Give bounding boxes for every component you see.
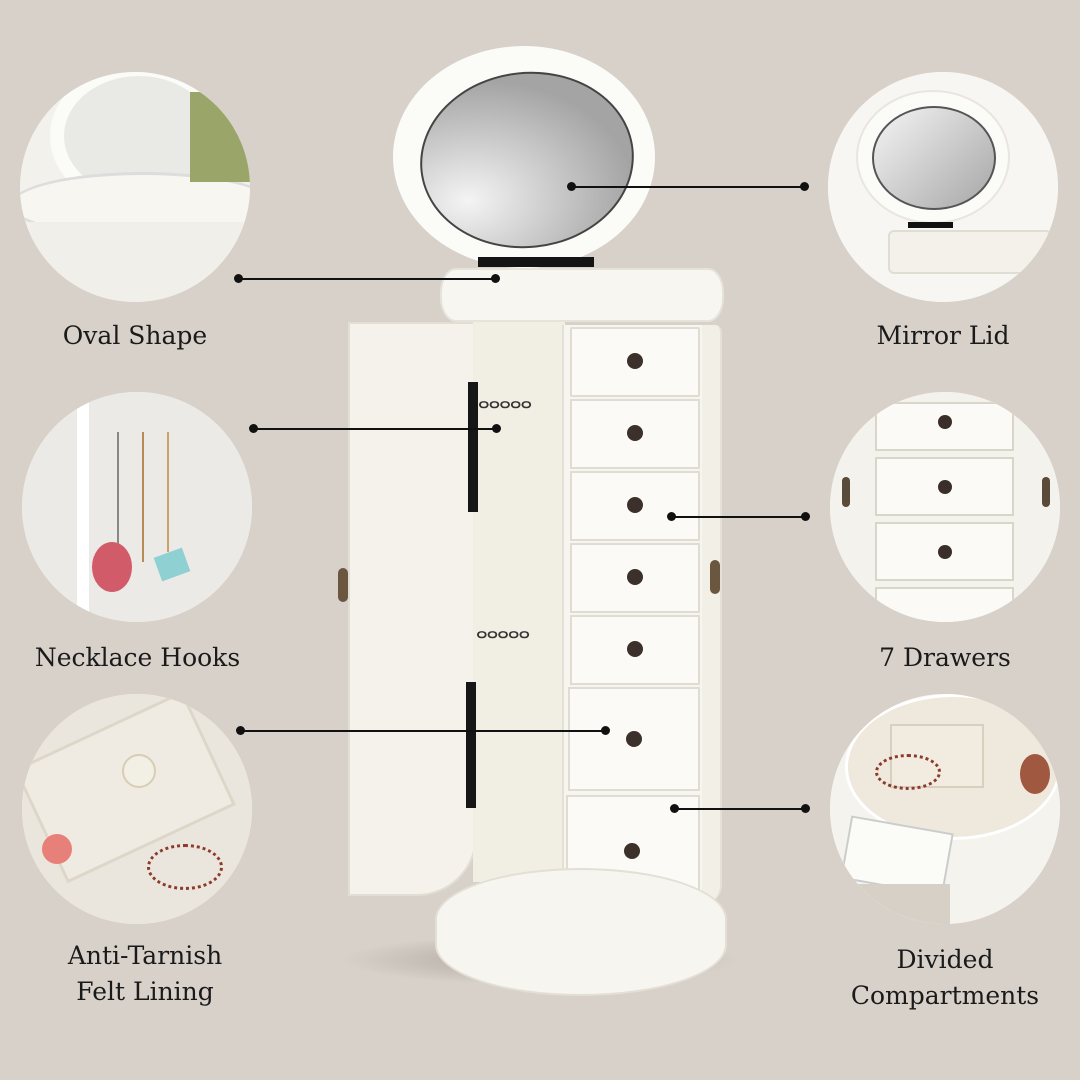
drawer-5[interactable] [570,615,700,685]
compartments-image [830,694,1060,924]
callout-dot [601,726,610,735]
inner-panel [473,322,565,882]
callout-dot [801,512,810,521]
label-anti-tarnish: Anti-Tarnish Felt Lining [20,938,270,1010]
label-necklace-hooks: Necklace Hooks [34,643,241,672]
side-door-right [702,325,722,905]
callout-dot [670,804,679,813]
lid-hinge [478,257,594,267]
necklace-hooks-image [22,392,252,622]
label-7-drawers: 7 Drawers [879,643,1011,672]
drawers-image [830,392,1060,622]
drawer-knob [627,425,643,441]
callout-dot [567,182,576,191]
hooks-top: ⴰⴰⴰⴰⴰ [478,392,532,413]
open-door [348,322,477,896]
top-rim [440,268,724,322]
drawer-6[interactable] [568,687,700,791]
callout-dot [801,804,810,813]
hooks-bottom: ⴰⴰⴰⴰⴰ [476,622,530,643]
label-anti-tarnish-line1: Anti-Tarnish [67,941,223,970]
felt-lining-image [22,694,252,924]
callout-compartments [674,808,806,810]
drawer-3[interactable] [570,471,700,541]
drawer-2[interactable] [570,399,700,469]
drawer-knob [627,497,643,513]
callout-dot [667,512,676,521]
callout-7-drawers [672,516,806,518]
label-oval-shape: Oval Shape [62,321,208,350]
armoire: ⴰⴰⴰⴰⴰ ⴰⴰⴰⴰⴰ [330,40,750,1020]
label-mirror-lid: Mirror Lid [876,321,1010,350]
drawer-column [562,325,704,910]
mirror-lid-image [828,72,1058,302]
swivel-base [435,868,727,996]
door-hinge-top [468,382,478,512]
door-hinge-bottom [466,682,476,808]
drawer-4[interactable] [570,543,700,613]
label-divided-line2: Compartments [850,981,1040,1010]
drawer-knob [627,569,643,585]
callout-dot [491,274,500,283]
callout-mirror-lid [572,186,804,188]
callout-dot [234,274,243,283]
drawer-knob [624,843,640,859]
drawer-knob [627,353,643,369]
door-handle-left [338,568,348,602]
callout-dot [249,424,258,433]
label-divided-compartments: Divided Compartments [820,942,1070,1014]
drawer-knob [626,731,642,747]
callout-oval-shape [238,278,496,280]
callout-necklace-hooks [254,428,496,430]
label-divided-line1: Divided [896,945,994,974]
callout-felt-lining [240,730,608,732]
callout-dot [800,182,809,191]
label-anti-tarnish-line2: Felt Lining [76,977,214,1006]
callout-dot [492,424,501,433]
callout-dot [236,726,245,735]
oval-shape-image [20,72,250,302]
door-handle-right [710,560,720,594]
drawer-knob [627,641,643,657]
drawer-1[interactable] [570,327,700,397]
